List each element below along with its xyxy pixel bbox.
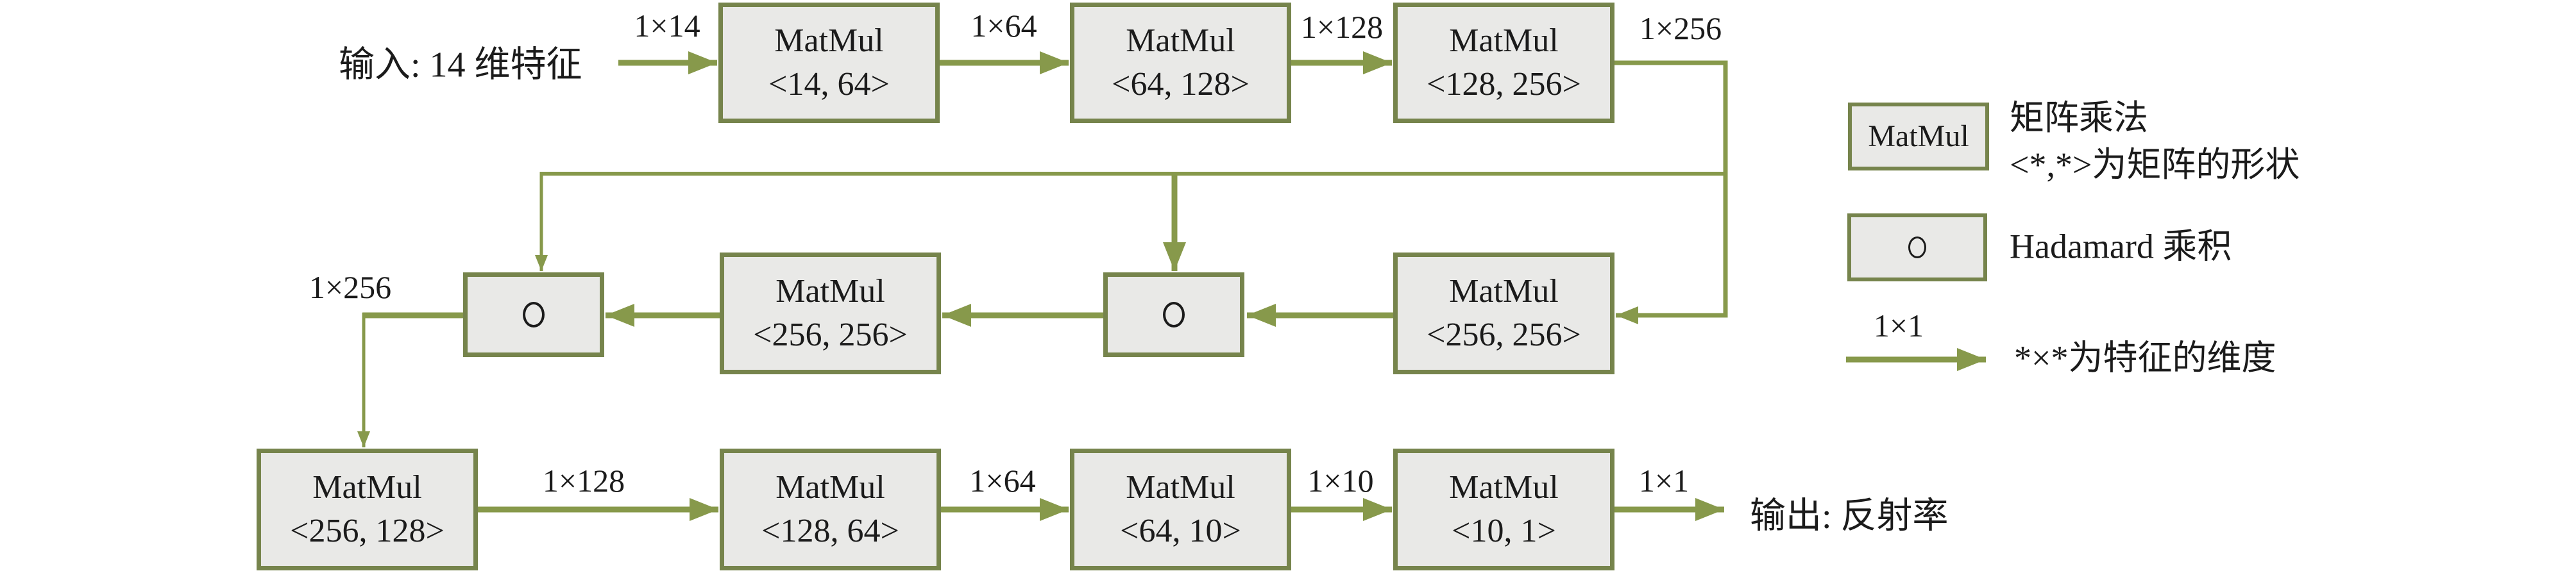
hadamard-circle-icon [1908, 236, 1926, 258]
matmul-box-title: MatMul [1449, 469, 1559, 506]
legend-dimension-label: *×*为特征的维度 [2014, 338, 2276, 377]
matmul-box-shape: <64, 128> [1112, 66, 1250, 103]
edge-label-top-1x64: 1×64 [970, 8, 1037, 44]
legend-hadamard-box [1847, 213, 1987, 281]
edge-label-bottom-1x1: 1×1 [1638, 463, 1690, 499]
matmul-box-mid-2: MatMul <256, 256> [1393, 253, 1614, 374]
legend-matmul-box-label: MatMul [1868, 119, 1969, 153]
edge-label-mid-1x256: 1×256 [309, 269, 392, 305]
output-label: 输出: 反射率 [1750, 496, 1949, 536]
matmul-box-mid-1: MatMul <256, 256> [720, 253, 941, 374]
matmul-box-shape: <14, 64> [768, 66, 890, 103]
hadamard-box-1 [463, 272, 604, 357]
matmul-box-title: MatMul [775, 273, 885, 310]
matmul-box-title: MatMul [1126, 469, 1235, 506]
edge-label-top-1x14: 1×14 [634, 8, 700, 44]
hadamard-circle-icon [523, 302, 545, 327]
matmul-box-bottom-1: MatMul <256, 128> [257, 449, 478, 570]
matmul-box-shape: <64, 10> [1120, 513, 1241, 549]
matmul-box-shape: <256, 128> [290, 513, 445, 549]
legend-matmul-line1: 矩阵乘法 [2010, 99, 2148, 137]
matmul-box-title: MatMul [775, 469, 885, 506]
legend-matmul-text: 矩阵乘法 <*,*>为矩阵的形状 [2010, 95, 2300, 188]
matmul-box-bottom-2: MatMul <128, 64> [720, 449, 941, 570]
matmul-box-title: MatMul [774, 22, 884, 60]
matmul-box-shape: <128, 64> [761, 513, 899, 549]
legend-matmul-box: MatMul [1848, 103, 1989, 170]
edge-trunk-down [1614, 60, 1728, 324]
matmul-box-title: MatMul [1449, 22, 1559, 60]
matmul-box-bottom-4: MatMul <10, 1> [1393, 449, 1614, 570]
legend-dimension-edge-label: 1×1 [1873, 308, 1924, 344]
edge-label-bottom-1x10: 1×10 [1307, 463, 1374, 499]
matmul-box-top-2: MatMul <64, 128> [1070, 3, 1291, 123]
matmul-box-shape: <10, 1> [1452, 513, 1556, 549]
edge-label-bottom-1x128: 1×128 [542, 463, 625, 499]
edge-label-top-1x128: 1×128 [1300, 9, 1384, 45]
edge-label-top-1x256: 1×256 [1639, 10, 1722, 46]
hadamard-box-2 [1103, 272, 1244, 357]
edge-label-bottom-1x64: 1×64 [969, 463, 1036, 499]
matmul-box-shape: <128, 256> [1427, 66, 1581, 103]
matmul-box-shape: <256, 256> [753, 317, 908, 353]
matmul-box-bottom-3: MatMul <64, 10> [1070, 449, 1291, 570]
matmul-box-title: MatMul [1126, 22, 1235, 60]
matmul-box-title: MatMul [1449, 273, 1559, 310]
matmul-box-shape: <256, 256> [1427, 317, 1581, 353]
legend-matmul-line2: <*,*>为矩阵的形状 [2010, 145, 2300, 184]
matmul-box-title: MatMul [312, 469, 422, 506]
matmul-box-top-1: MatMul <14, 64> [718, 3, 940, 123]
legend-hadamard-label: Hadamard 乘积 [2010, 227, 2232, 266]
input-label: 输入: 14 维特征 [339, 45, 582, 85]
hadamard-circle-icon [1163, 302, 1185, 327]
matmul-box-top-3: MatMul <128, 256> [1393, 3, 1614, 123]
